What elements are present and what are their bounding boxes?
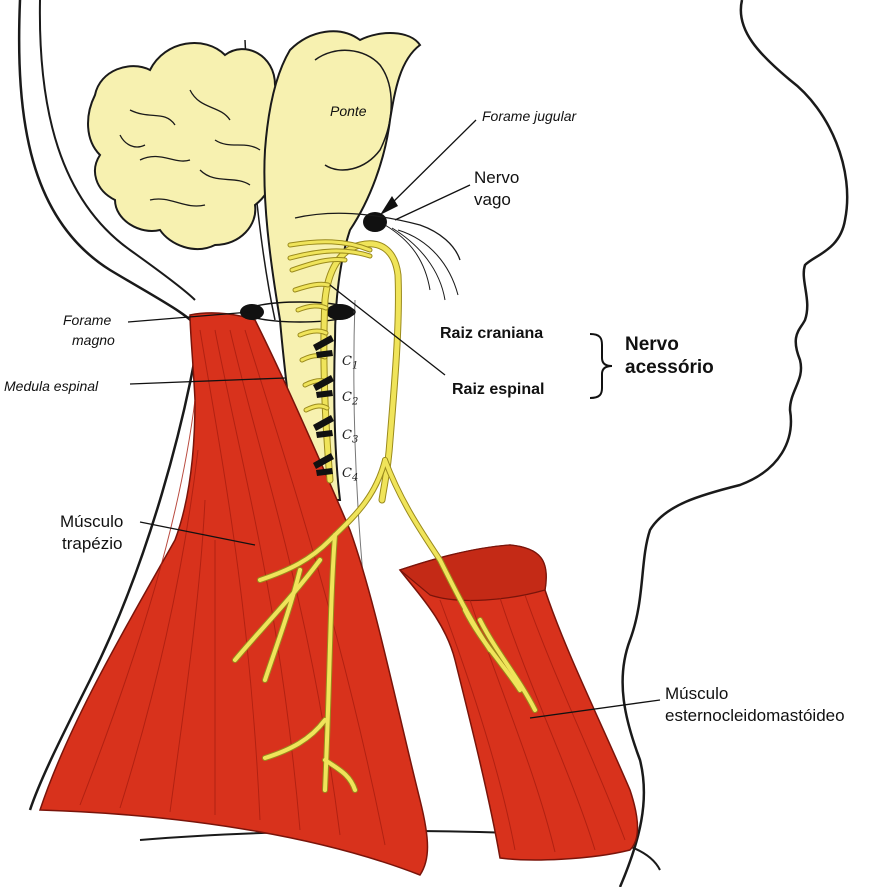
label-musculo-trapezio-2: trapézio xyxy=(62,534,122,554)
leader-nervo-vago xyxy=(395,185,470,220)
face-profile-outline xyxy=(620,0,847,887)
label-c2: C2 xyxy=(342,391,358,408)
label-ponte: Ponte xyxy=(330,103,367,119)
label-forame-magno-1: Forame xyxy=(63,312,111,328)
label-nervo-vago-1: Nervo xyxy=(474,168,519,188)
label-raiz-espinal: Raiz espinal xyxy=(452,381,544,399)
leader-forame-jugular xyxy=(385,120,476,210)
label-raiz-craniana: Raiz craniana xyxy=(440,325,543,343)
label-c3: C3 xyxy=(342,429,358,446)
label-medula-espinal: Medula espinal xyxy=(4,378,98,394)
label-forame-jugular: Forame jugular xyxy=(482,108,576,124)
accessory-brace xyxy=(590,334,612,398)
label-nervo-acessorio-2: acessório xyxy=(625,357,714,379)
label-forame-magno-2: magno xyxy=(72,332,115,348)
label-c4: C4 xyxy=(342,467,358,484)
label-c1: C1 xyxy=(342,355,358,372)
label-nervo-vago-2: vago xyxy=(474,190,511,210)
foramen-magnum-right xyxy=(326,304,354,320)
cerebellum xyxy=(88,43,284,249)
label-nervo-acessorio-1: Nervo xyxy=(625,334,679,356)
label-musculo-ecm-2: esternocleidomastóideo xyxy=(665,706,845,726)
label-musculo-trapezio-1: Músculo xyxy=(60,512,123,532)
trapezius-muscle xyxy=(40,313,428,875)
label-musculo-ecm-1: Músculo xyxy=(665,684,728,704)
arrow-forame-jugular xyxy=(380,196,398,215)
